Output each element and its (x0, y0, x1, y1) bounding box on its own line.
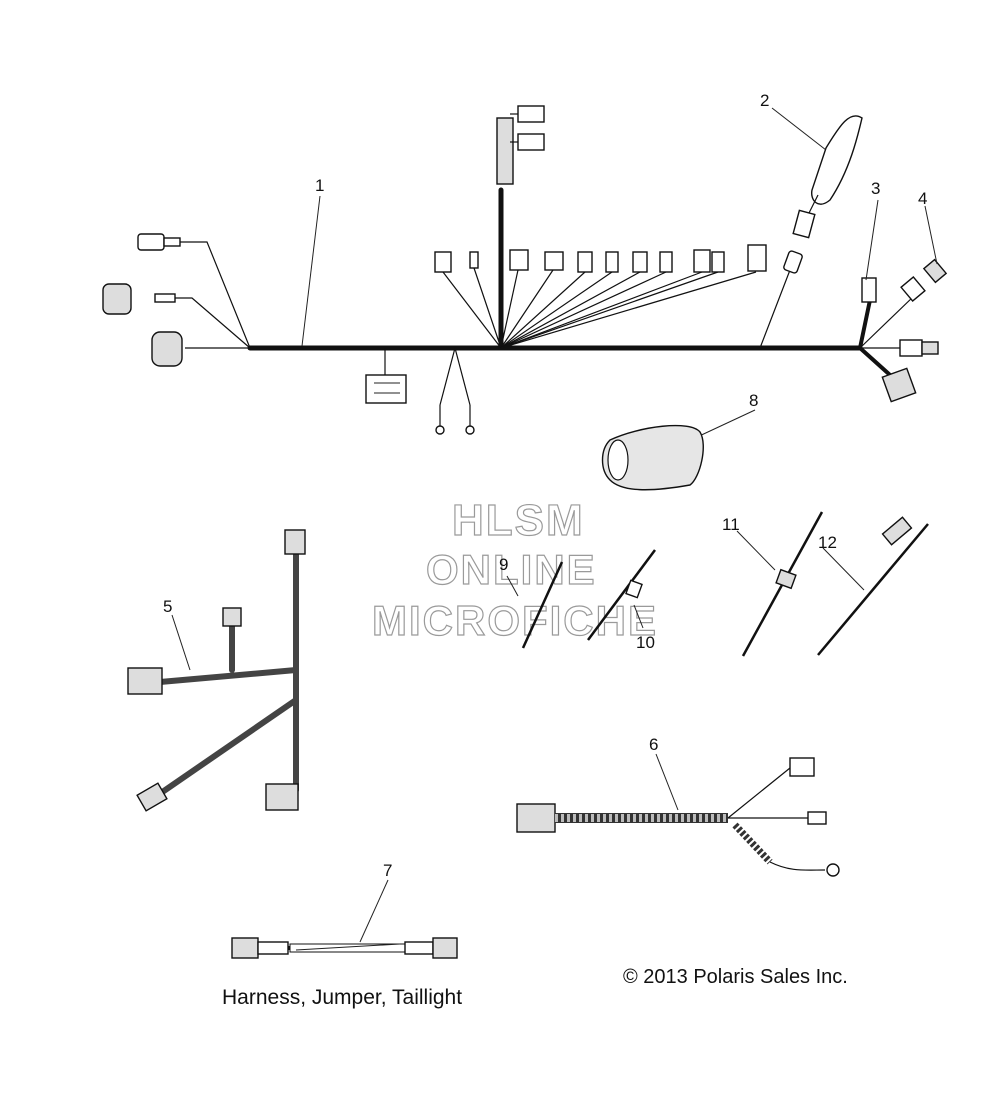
callout-5: 5 (163, 597, 172, 616)
connector-6-top (789, 757, 815, 777)
callout-11: 11 (722, 515, 740, 534)
copyright-notice: © 2013 Polaris Sales Inc. (623, 966, 848, 988)
connector-5-left (127, 667, 163, 695)
connector-5-lower-left (136, 782, 168, 812)
part-caption: Harness, Jumper, Taillight (222, 986, 463, 1009)
connector-right-low (881, 367, 917, 403)
part-5-harness (127, 529, 306, 812)
watermark-line1: HLSM (452, 496, 585, 545)
ring-terminal-6 (826, 863, 840, 877)
callout-4: 4 (918, 189, 927, 208)
connector-left-low (151, 331, 183, 367)
connector-6-mid (807, 811, 827, 825)
watermark-line3: MICROFICHE (372, 597, 658, 644)
cable-ties (521, 511, 929, 657)
callout-numbers: 1 2 3 4 5 6 7 8 9 10 11 12 (163, 91, 927, 880)
connector-7-right (432, 937, 458, 959)
connector-6-main (516, 803, 556, 833)
callout-1: 1 (315, 176, 324, 195)
connector-riser (496, 117, 514, 185)
connector-riser-mid (517, 133, 545, 151)
main-harness (102, 105, 948, 435)
callout-12: 12 (818, 533, 837, 552)
fan-out-branches (434, 244, 767, 349)
callout-7: 7 (383, 861, 392, 880)
watermark-line2: ONLINE (426, 546, 597, 593)
callout-10: 10 (636, 633, 655, 652)
connector-5-top (284, 529, 306, 555)
connector-7-left (231, 937, 259, 959)
part-2-boot (792, 115, 863, 239)
ring-terminal-a (435, 425, 445, 435)
connector-left-mid (102, 283, 132, 315)
callout-3: 3 (871, 179, 880, 198)
wire-left-top (180, 241, 251, 349)
wire-ground-drops (439, 347, 471, 406)
callout-6: 6 (649, 735, 658, 754)
watermark: HLSM ONLINE MICROFICHE (371, 495, 658, 644)
connector-right-end (899, 339, 923, 357)
wire-right-4 (859, 294, 916, 349)
connector-riser-top (517, 105, 545, 123)
part-8-conduit (601, 424, 704, 491)
connector-right-3 (861, 277, 877, 303)
callout-9: 9 (499, 555, 508, 574)
connector-5-mid (222, 607, 242, 627)
connector-left-top (137, 233, 165, 251)
part-7-jumper (231, 937, 458, 959)
callout-8: 8 (749, 391, 758, 410)
part-6-harness (516, 757, 840, 877)
wire-right-upper (759, 269, 791, 349)
callout-2: 2 (760, 91, 769, 110)
wire-left-mid (175, 297, 251, 349)
connector-5-bottom (265, 783, 299, 811)
ring-terminal-b (465, 425, 475, 435)
connector-bottom-block (365, 374, 407, 404)
leader-lines (171, 107, 938, 943)
connector-right-4 (922, 258, 948, 284)
